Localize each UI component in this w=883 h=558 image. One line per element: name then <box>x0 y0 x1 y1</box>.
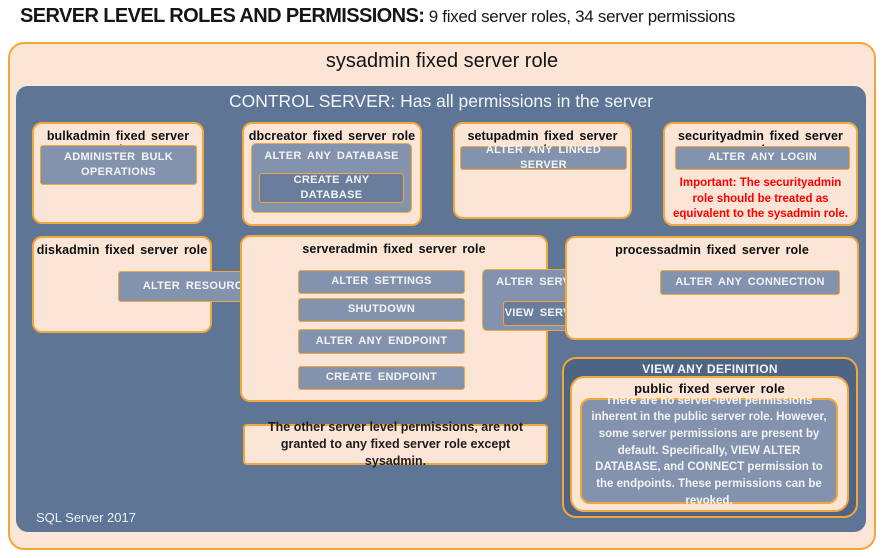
processadmin-role-title: processadmin fixed server role <box>615 243 809 257</box>
permission-alter-any-endpoint: ALTER ANY ENDPOINT <box>298 329 465 354</box>
permission-alter-any-connection: ALTER ANY CONNECTION <box>660 270 840 295</box>
securityadmin-important-note: Important: The securityadmin role should… <box>672 177 849 221</box>
public-role-note: There are no server-level permissions in… <box>580 395 838 507</box>
permission-alter-settings: ALTER SETTINGS <box>298 270 465 294</box>
permission-shutdown: SHUTDOWN <box>298 298 465 322</box>
view-any-definition-label: VIEW ANY DEFINITION <box>642 362 778 376</box>
page-title: SERVER LEVEL ROLES AND PERMISSIONS: 9 fi… <box>20 5 860 28</box>
page-title-main: SERVER LEVEL ROLES AND PERMISSIONS: <box>20 5 425 27</box>
diskadmin-role-title: diskadmin fixed server role <box>36 243 208 257</box>
sysadmin-role-label: sysadmin fixed server role <box>325 50 559 72</box>
permission-create-endpoint: CREATE ENDPOINT <box>298 366 465 390</box>
serveradmin-role-title: serveradmin fixed server role <box>302 242 486 256</box>
permission-alter-any-database-label: ALTER ANY DATABASE <box>264 150 399 162</box>
permission-create-any-database: CREATE ANY DATABASE <box>259 173 404 203</box>
securityadmin-role-box: securityadmin fixed server role <box>663 122 858 226</box>
public-role-title: public fixed server role <box>634 381 785 396</box>
permission-alter-any-linked-server: ALTER ANY LINKED SERVER <box>460 144 627 171</box>
permission-alter-any-login: ALTER ANY LOGIN <box>675 146 850 170</box>
sql-server-version-label: SQL Server 2017 <box>36 510 136 525</box>
dbcreator-role-title: dbcreator fixed server role <box>248 129 416 143</box>
control-server-label: CONTROL SERVER: Has all permissions in t… <box>228 91 654 111</box>
other-permissions-note: The other server level permissions, are … <box>243 420 548 468</box>
setupadmin-role-box: setupadmin fixed server role <box>453 122 632 219</box>
permission-administer-bulk-operations: ADMINISTER BULK OPERATIONS <box>40 145 197 185</box>
page-title-subtitle: 9 fixed server roles, 34 server permissi… <box>424 7 736 26</box>
